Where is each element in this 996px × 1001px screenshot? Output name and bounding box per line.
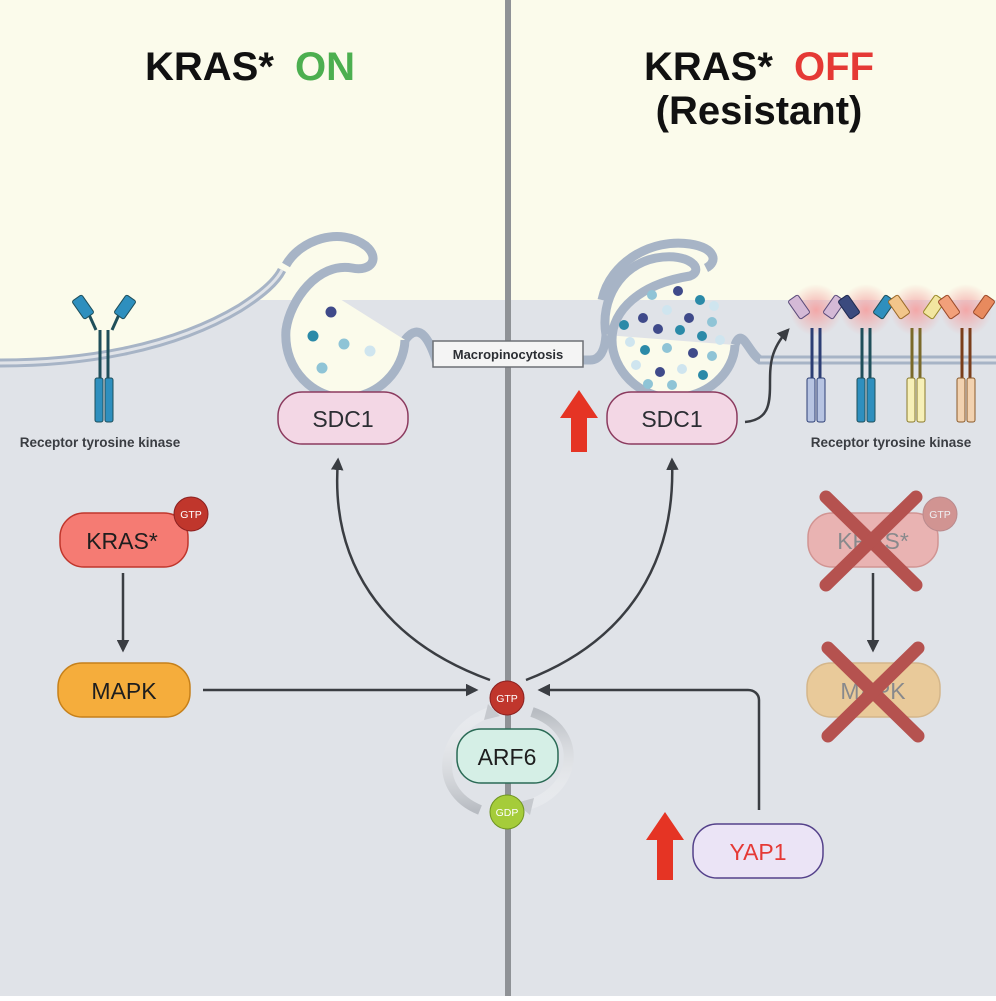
arf6-gdp-badge xyxy=(489,794,525,830)
arf6-gtp-badge xyxy=(489,680,525,716)
arf6-cycle xyxy=(442,704,574,815)
arf6-to-sdc1-right-arrow xyxy=(525,457,679,682)
mapk-left-box xyxy=(57,662,191,718)
kras-right-gtp-badge xyxy=(922,496,958,532)
kras-right-gtp-label: GTP xyxy=(929,509,951,521)
left-title-prefix: KRAS* xyxy=(145,45,274,89)
panel-divider xyxy=(505,0,511,996)
kras-left-label: KRAS* xyxy=(86,528,158,554)
sdc1-right-label: SDC1 xyxy=(641,406,702,432)
right-title-prefix: KRAS* xyxy=(644,45,773,89)
mapk-right-cross-icon xyxy=(821,641,925,743)
sdc1-upregulation-arrow xyxy=(560,390,598,452)
left-title-state: ON xyxy=(295,45,355,89)
macropinocytosis-label: Macropinocytosis xyxy=(453,347,564,362)
rtk-left xyxy=(72,294,136,423)
sdc1-left-label: SDC1 xyxy=(312,406,373,432)
sdc1-left-box xyxy=(277,391,409,445)
rtk-right-group xyxy=(788,284,995,423)
right-title-sub: (Resistant) xyxy=(656,89,863,133)
plasma-membrane-right xyxy=(512,334,611,365)
arf6-label: ARF6 xyxy=(478,744,537,770)
rtk-right-label: Receptor tyrosine kinase xyxy=(811,435,972,450)
yap1-upregulation-arrow xyxy=(646,812,684,880)
yap1-to-arf6-arrow xyxy=(537,683,761,810)
arf6-gdp-label: GDP xyxy=(496,807,519,819)
yap1-label: YAP1 xyxy=(729,839,786,865)
arf6-box xyxy=(456,728,559,784)
mapk-left-label: MAPK xyxy=(91,678,157,704)
arf6-gtp-label: GTP xyxy=(496,693,518,705)
rtk-right-4 xyxy=(938,284,995,423)
kras-left-box xyxy=(59,512,189,568)
rtk-right-3 xyxy=(888,284,945,423)
kras-right-inhibited: KRAS* GTP xyxy=(807,496,958,568)
sdc1-right-box xyxy=(606,391,738,445)
kras-left-gtp-badge xyxy=(173,496,209,532)
cytoplasm xyxy=(0,300,250,996)
kras-right-cross-icon xyxy=(819,490,923,592)
rtk-left-label: Receptor tyrosine kinase xyxy=(20,435,181,450)
kras-left-gtp-label: GTP xyxy=(180,509,202,521)
right-title-state: OFF xyxy=(794,45,874,89)
left-title: KRAS* ON xyxy=(145,45,355,89)
sdc1-to-rtk-arrow xyxy=(744,328,790,424)
right-title: KRAS* OFF xyxy=(644,45,874,89)
yap1-box xyxy=(692,823,824,879)
arf6-to-sdc1-left-arrow xyxy=(330,457,491,682)
macropinocytosis-box xyxy=(432,340,584,368)
